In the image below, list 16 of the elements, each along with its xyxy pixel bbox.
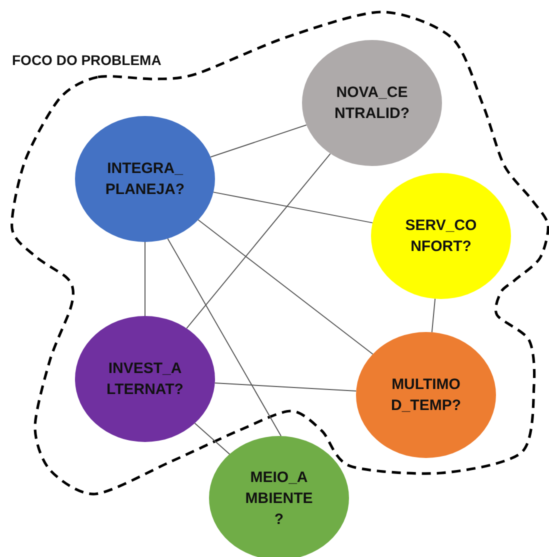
connector-line — [198, 219, 374, 355]
connector-line — [210, 124, 307, 158]
node-label: NOVA_CE NTRALID? — [334, 83, 410, 124]
connector-line — [214, 382, 357, 392]
connector-line — [212, 192, 374, 224]
connector-line — [144, 242, 146, 316]
node-label: INTEGRA_ PLANEJA? — [104, 159, 186, 200]
node-label: SERV_CO NFORT? — [404, 216, 478, 257]
connector-line — [194, 422, 230, 455]
node-label: MEIO_A MBIENTE ? — [244, 468, 314, 530]
connector-line — [167, 238, 282, 437]
node-label: MULTIMO D_TEMP? — [390, 375, 462, 416]
connector-line — [431, 298, 436, 333]
region-title: FOCO DO PROBLEMA — [12, 51, 162, 70]
node-label: INVEST_A LTERNAT? — [106, 359, 184, 400]
connector-line — [186, 153, 331, 329]
